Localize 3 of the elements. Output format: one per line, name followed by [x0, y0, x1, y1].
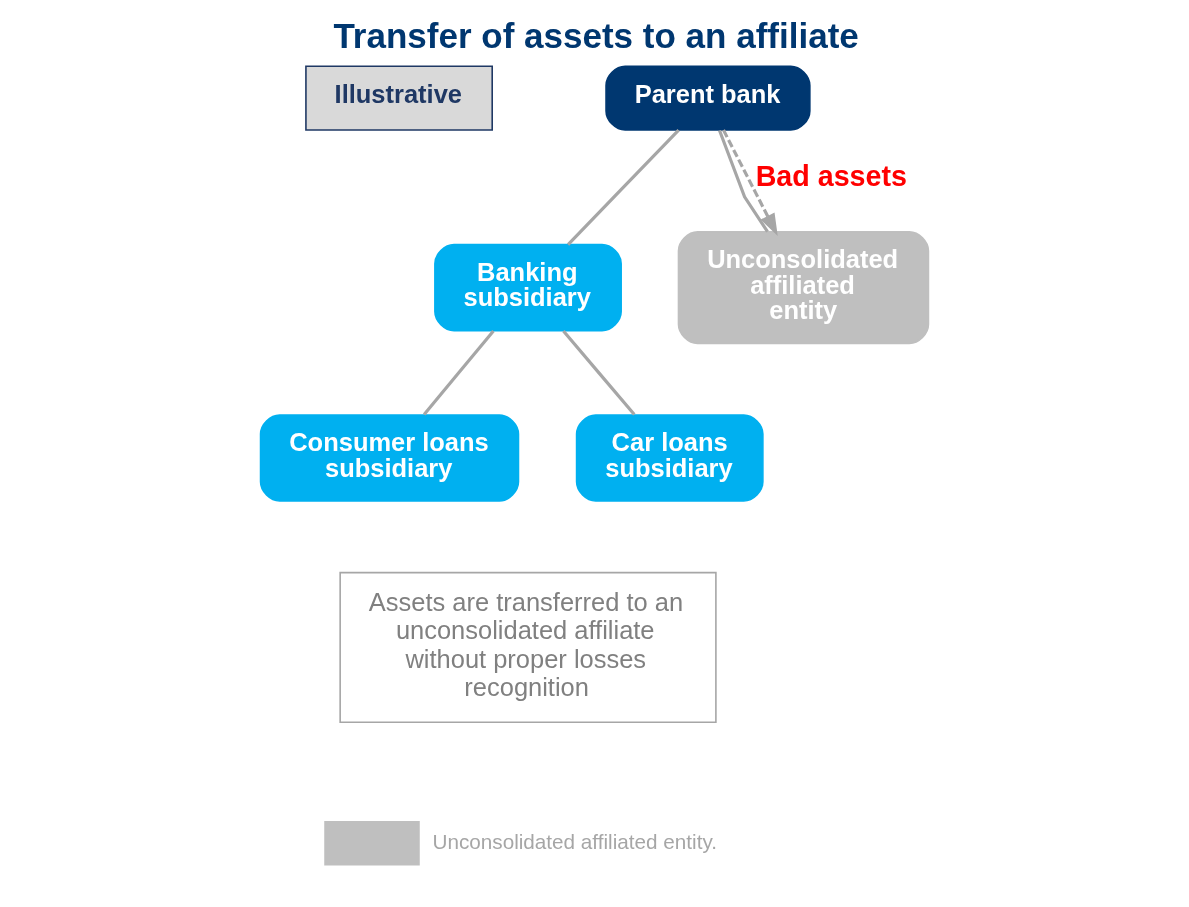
edge-label: Bad assets [755, 159, 907, 192]
legend-label: Unconsolidated affiliated entity. [432, 829, 717, 853]
diagram-title: Transfer of assets to an affiliate [333, 15, 859, 55]
